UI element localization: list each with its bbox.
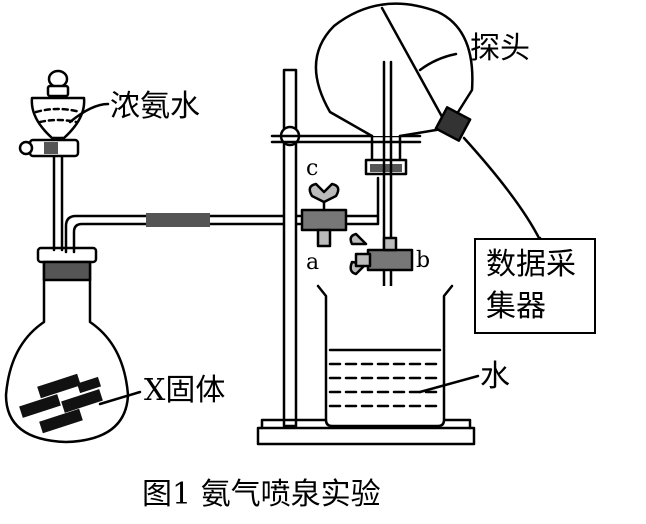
label-ammonia-water: 浓氨水 bbox=[110, 89, 200, 124]
inverted-flask-stopper bbox=[364, 158, 408, 176]
water-leader-line bbox=[418, 374, 480, 394]
solid-x-pieces bbox=[19, 373, 103, 434]
delivery-tube bbox=[64, 213, 302, 254]
ammonia-leader-line bbox=[68, 102, 110, 124]
flask-stopper bbox=[36, 246, 98, 282]
flask-side-tube bbox=[344, 176, 380, 226]
label-water: 水 bbox=[480, 359, 510, 394]
probe-leader-line bbox=[418, 52, 458, 72]
clamp-b bbox=[349, 232, 414, 276]
probe bbox=[380, 6, 472, 142]
separatory-funnel bbox=[18, 69, 86, 252]
label-solid-x: X固体 bbox=[144, 373, 226, 408]
probe-cable bbox=[462, 136, 542, 242]
label-data-collector-line1: 数据采 bbox=[486, 247, 576, 282]
clamp-c-a bbox=[300, 182, 348, 248]
label-clamp-b: b bbox=[416, 248, 431, 273]
label-clamp-c: c bbox=[306, 156, 319, 181]
solid-x-leader-line bbox=[98, 390, 142, 406]
label-data-collector-line2: 集器 bbox=[486, 289, 546, 324]
label-clamp-a: a bbox=[306, 250, 320, 275]
data-collector-box: 数据采 集器 bbox=[474, 238, 596, 334]
iron-stand bbox=[256, 68, 476, 446]
figure-caption: 图1 氨气喷泉实验 bbox=[142, 477, 381, 512]
water-surface bbox=[328, 348, 442, 408]
label-probe: 探头 bbox=[470, 31, 530, 66]
